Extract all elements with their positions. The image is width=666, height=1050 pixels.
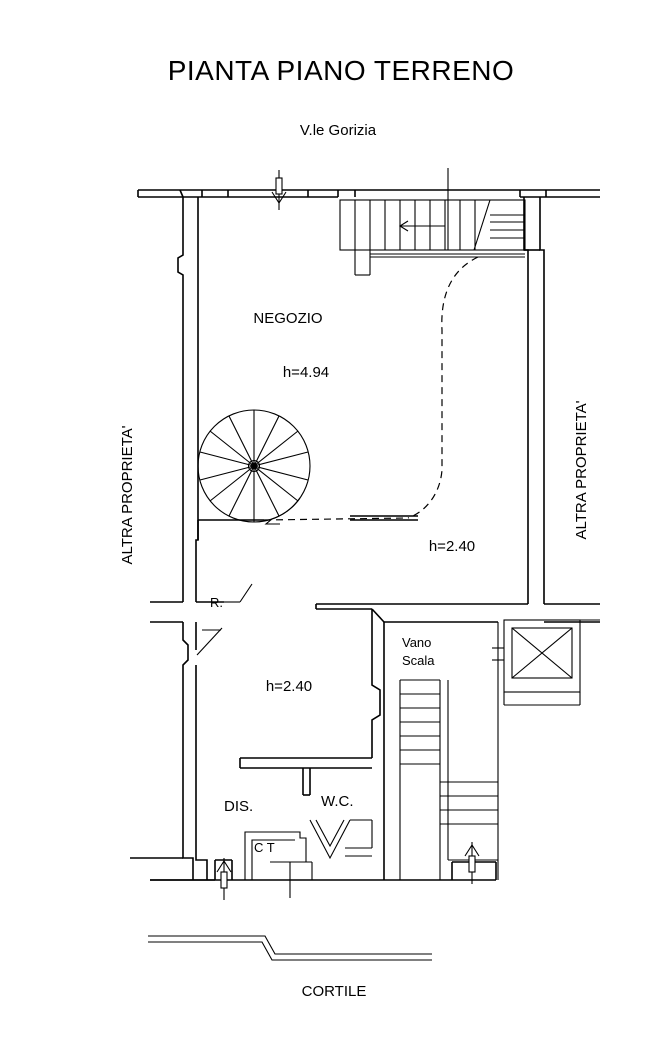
courtyard-boundary	[148, 935, 432, 961]
stair-well	[239, 608, 498, 880]
storage-room	[196, 583, 253, 656]
rear-entrance-arrow-right	[464, 842, 480, 884]
lift-shaft	[492, 619, 600, 706]
height-label-mezzanine: h=2.40	[429, 538, 475, 555]
neighbor-right-label: ALTRA PROPRIETA'	[573, 400, 590, 539]
plan-title: PIANTA PIANO TERRENO	[168, 55, 515, 86]
street-label: V.le Gorizia	[300, 122, 377, 139]
room-label-toilet: W.C.	[321, 793, 354, 810]
mezzanine-outline	[263, 256, 479, 521]
rear-wall	[150, 859, 497, 881]
shop-floor-edge	[197, 519, 264, 540]
neighbor-left-label: ALTRA PROPRIETA'	[119, 425, 136, 564]
room-label-stair-well-1: Vano	[402, 635, 431, 650]
height-label-back-room: h=2.40	[266, 678, 312, 695]
room-label-stair-well-2: Scala	[402, 653, 435, 668]
front-wall	[137, 189, 600, 198]
courtyard-label: CORTILE	[302, 983, 367, 1000]
room-label-boiler: C T	[254, 840, 275, 855]
right-wall	[315, 197, 600, 623]
room-label-corridor: DIS.	[224, 798, 253, 815]
height-label-shop: h=4.94	[283, 364, 329, 381]
straight-stair	[399, 622, 499, 880]
room-label-shop: NEGOZIO	[253, 310, 322, 327]
main-entrance-arrow	[271, 170, 287, 210]
rear-entrance-arrow-left	[216, 858, 232, 900]
spiral-staircase	[197, 409, 311, 525]
left-wall	[130, 197, 224, 881]
toilet-area	[309, 819, 373, 860]
entrance-stairs	[339, 168, 526, 276]
boiler-room	[244, 831, 313, 898]
